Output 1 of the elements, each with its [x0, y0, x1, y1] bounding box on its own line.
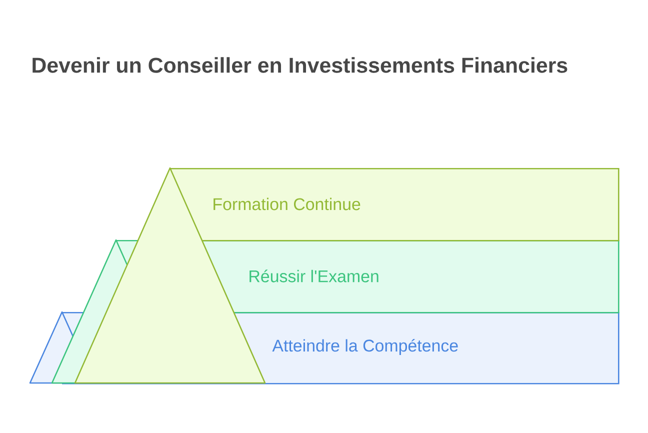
title: Devenir un Conseiller en Investissements Financiers	[32, 57, 568, 73]
